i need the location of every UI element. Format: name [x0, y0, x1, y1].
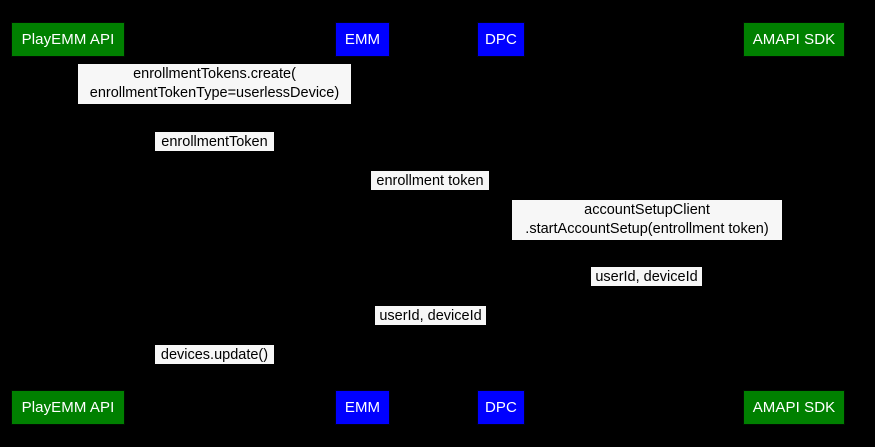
message-arrow-enrollment-token-response	[68, 153, 362, 154]
message-label-enrollment-token-response: enrollmentToken	[154, 131, 275, 152]
participant-label: PlayEMM API	[21, 31, 115, 48]
message-arrow-start-account-setup	[501, 242, 794, 243]
participant-label: EMM	[344, 399, 381, 416]
lifeline-dpc	[501, 57, 502, 390]
participant-top-dpc[interactable]: DPC	[477, 22, 525, 57]
participant-bottom-amapi-sdk[interactable]: AMAPI SDK	[743, 390, 845, 425]
lifeline-playemm-api	[68, 57, 69, 390]
lifeline-amapi-sdk	[794, 57, 795, 390]
message-arrow-enrollment-tokens-create	[68, 106, 362, 107]
message-label-userid-deviceid-to-emm: userId, deviceId	[374, 305, 487, 326]
participant-top-emm[interactable]: EMM	[335, 22, 390, 57]
participant-bottom-dpc[interactable]: DPC	[477, 390, 525, 425]
participant-label: DPC	[485, 31, 517, 48]
participant-bottom-emm[interactable]: EMM	[335, 390, 390, 425]
participant-bottom-playemm-api[interactable]: PlayEMM API	[11, 390, 125, 425]
participant-label: AMAPI SDK	[752, 399, 836, 416]
message-label-enrollment-token-to-dpc: enrollment token	[370, 170, 490, 191]
participant-label: DPC	[485, 399, 517, 416]
participant-label: EMM	[344, 31, 381, 48]
message-arrow-userid-deviceid-to-emm	[362, 327, 501, 328]
message-arrow-userid-deviceid-to-dpc	[501, 288, 794, 289]
message-arrow-enrollment-token-to-dpc	[362, 192, 501, 193]
message-label-start-account-setup: accountSetupClient .startAccountSetup(en…	[511, 199, 783, 241]
participant-label: AMAPI SDK	[752, 31, 836, 48]
lifeline-emm	[362, 57, 363, 390]
message-label-devices-update: devices.update()	[154, 344, 275, 365]
participant-label: PlayEMM API	[21, 399, 115, 416]
participant-top-playemm-api[interactable]: PlayEMM API	[11, 22, 125, 57]
message-arrow-devices-update	[68, 366, 362, 367]
message-label-userid-deviceid-to-dpc: userId, deviceId	[590, 266, 703, 287]
message-label-enrollment-tokens-create: enrollmentTokens.create( enrollmentToken…	[77, 63, 352, 105]
participant-top-amapi-sdk[interactable]: AMAPI SDK	[743, 22, 845, 57]
